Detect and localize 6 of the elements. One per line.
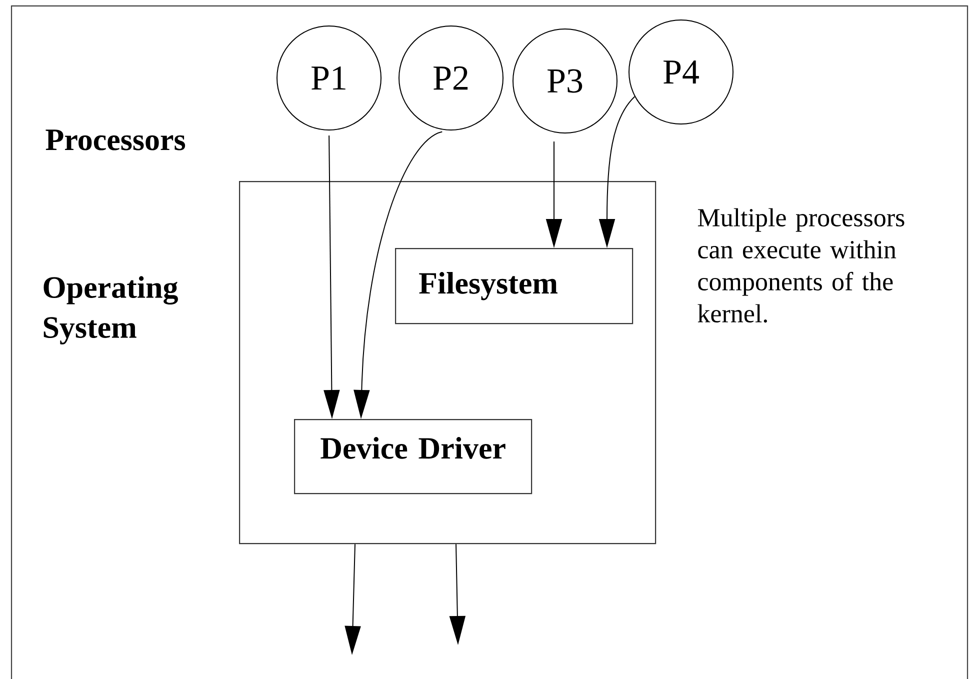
component-box: Device Driver <box>294 418 532 494</box>
note-text: Multiple processors can execute within components of the kernel. <box>698 208 904 323</box>
row-label: Processors <box>46 130 186 150</box>
component-box: Filesystem <box>395 248 634 324</box>
container-box <box>239 180 656 544</box>
row-label: Operating System <box>44 276 178 344</box>
